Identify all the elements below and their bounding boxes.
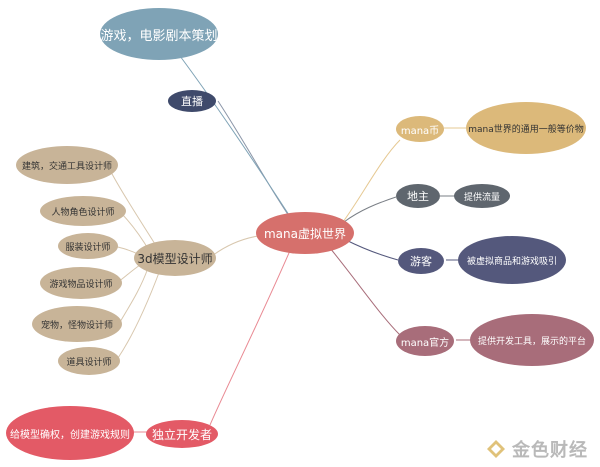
node-indie-child-label: 给模型确权，创建游戏规则	[10, 429, 130, 441]
node-model-child-3-label: 服装设计师	[65, 242, 111, 253]
node-mana-coin: mana币	[396, 116, 444, 142]
node-model-child-6: 道具设计师	[58, 347, 120, 375]
watermark-text: 金色财经	[512, 440, 588, 461]
watermark-logo: 金色财经	[486, 436, 596, 462]
connector-center-model	[211, 235, 259, 257]
node-official-child-label: 提供开发工具，展示的平台	[477, 336, 586, 347]
node-mana-coin-label: mana币	[400, 125, 440, 137]
node-center: mana虚拟世界	[256, 212, 354, 254]
node-model-child-6-label: 道具设计师	[66, 357, 112, 368]
connector-model-child-6	[117, 269, 161, 359]
node-visitor-label: 游客	[410, 255, 432, 268]
node-visitor-child-label: 被虚拟商品和游戏吸引	[466, 256, 557, 267]
node-center-label: mana虚拟世界	[263, 226, 346, 241]
node-model-child-3: 服装设计师	[58, 233, 118, 259]
node-model-designer-label: 3d模型设计师	[137, 251, 213, 266]
node-visitor: 游客	[398, 248, 444, 274]
connector-model-child-5	[119, 267, 149, 323]
node-live-child-label: 游戏，电影剧本策划	[100, 28, 218, 44]
node-model-child-4: 游戏物品设计师	[40, 267, 122, 299]
node-model-child-5-label: 宠物，怪物设计师	[40, 320, 113, 331]
node-indie-dev-label: 独立开发者	[151, 427, 212, 442]
node-visitor-child: 被虚拟商品和游戏吸引	[458, 236, 566, 284]
node-landlord-child: 提供流量	[454, 184, 510, 208]
node-landlord: 地主	[396, 184, 440, 208]
node-model-child-1-label: 建筑，交通工具设计师	[21, 161, 112, 172]
node-indie-dev: 独立开发者	[146, 420, 218, 448]
node-official-label: mana官方	[400, 337, 450, 349]
connector-center-visitor	[345, 239, 399, 261]
brand-logo-icon	[487, 440, 505, 458]
node-live: 直播	[168, 90, 216, 112]
connector-live-child	[179, 55, 301, 233]
node-model-child-2-label: 人物角色设计师	[51, 207, 115, 218]
connector-center-coin	[339, 139, 401, 227]
node-landlord-label: 地主	[407, 190, 429, 203]
connector-center-indie	[209, 245, 293, 426]
node-model-child-1: 建筑，交通工具设计师	[16, 146, 118, 184]
node-mana-coin-child: mana世界的通用一般等价物	[466, 102, 586, 154]
node-model-child-4-label: 游戏物品设计师	[49, 279, 113, 290]
connector-center-official	[329, 247, 401, 336]
node-model-designer: 3d模型设计师	[134, 240, 216, 276]
node-mana-coin-child-label: mana世界的通用一般等价物	[468, 124, 584, 135]
node-official-child: 提供开发工具，展示的平台	[470, 314, 594, 366]
node-model-child-2: 人物角色设计师	[40, 196, 126, 226]
node-live-label: 直播	[181, 95, 203, 108]
node-indie-child: 给模型确权，创建游戏规则	[6, 406, 134, 460]
node-live-child: 游戏，电影剧本策划	[100, 8, 218, 60]
node-official: mana官方	[396, 326, 454, 356]
node-landlord-child-label: 提供流量	[463, 192, 500, 203]
connector-center-landlord	[343, 196, 397, 223]
node-model-child-5: 宠物，怪物设计师	[32, 306, 122, 342]
